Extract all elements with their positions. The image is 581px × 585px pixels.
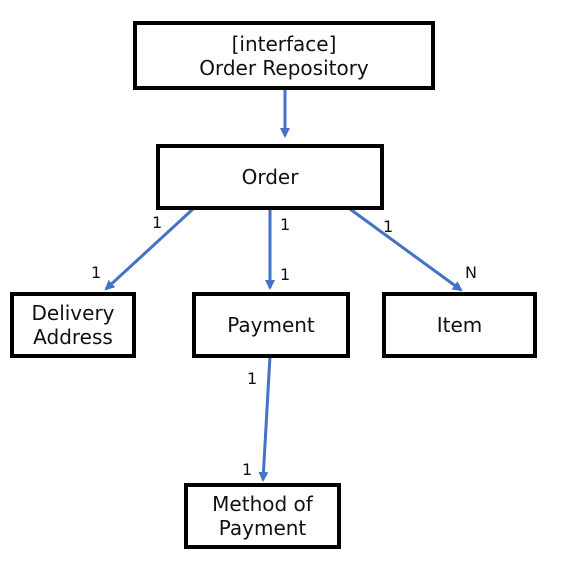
payment-label: Payment xyxy=(227,313,315,337)
multiplicity-order-payment-source: 1 xyxy=(280,215,291,234)
order-label: Order xyxy=(241,165,299,189)
delivery-address-line2: Address xyxy=(33,325,113,349)
arrow-order-to-delivery-address xyxy=(104,207,195,291)
multiplicity-order-item-target: N xyxy=(465,263,477,282)
payment-box: Payment xyxy=(192,292,350,358)
delivery-address-line1: Delivery xyxy=(31,301,115,325)
order-repository-stereotype: [interface] xyxy=(231,31,337,56)
multiplicity-order-payment-target: 1 xyxy=(280,265,291,284)
multiplicity-order-delivery-source: 1 xyxy=(152,213,163,232)
multiplicity-order-delivery-target: 1 xyxy=(91,263,102,282)
delivery-address-box: Delivery Address xyxy=(10,292,136,358)
order-box: Order xyxy=(156,144,384,210)
arrow-payment-to-method-of-payment xyxy=(258,355,272,482)
arrow-order-to-item xyxy=(349,207,463,292)
multiplicity-payment-method-source: 1 xyxy=(247,369,258,388)
multiplicity-order-item-source: 1 xyxy=(383,217,394,236)
method-of-payment-line1: Method of xyxy=(212,492,313,516)
item-label: Item xyxy=(436,313,483,337)
item-box: Item xyxy=(382,292,537,358)
method-of-payment-line2: Payment xyxy=(218,516,307,540)
method-of-payment-box: Method of Payment xyxy=(184,483,341,549)
multiplicity-payment-method-target: 1 xyxy=(242,460,253,479)
order-repository-box: [interface] Order Repository xyxy=(133,21,435,90)
order-repository-label: Order Repository xyxy=(199,55,369,80)
